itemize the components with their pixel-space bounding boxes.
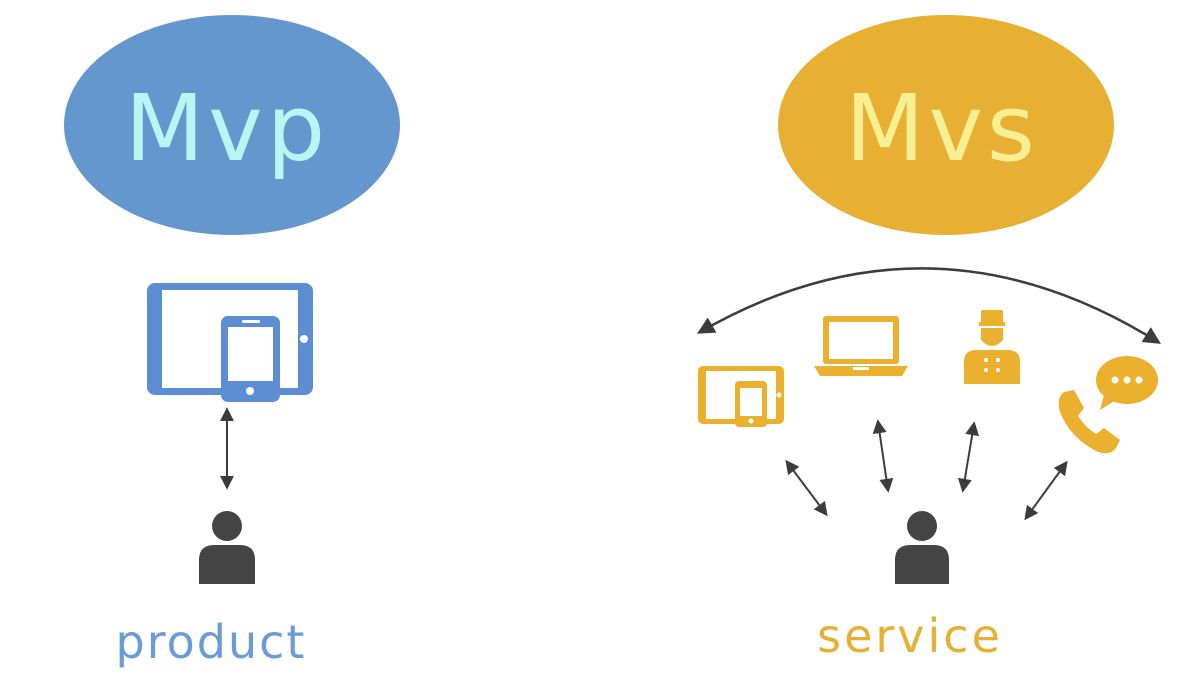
person-icon xyxy=(895,511,949,584)
mvs-arrow-laptop xyxy=(872,419,894,493)
tablet-phone-icon xyxy=(698,366,784,427)
phone-chat-icon xyxy=(1058,356,1158,454)
mvp-ellipse xyxy=(64,15,400,235)
mvp-panel: Mvp product xyxy=(64,15,400,669)
mvs-panel: Mvs xyxy=(696,15,1161,663)
mvp-caption: product xyxy=(116,615,307,669)
person-icon xyxy=(199,511,255,584)
bellhop-icon xyxy=(964,310,1020,384)
tablet-phone-icon xyxy=(147,283,313,402)
mvs-caption: service xyxy=(817,609,1003,663)
mvs-ellipse xyxy=(778,15,1114,235)
mvs-title: Mvs xyxy=(845,75,1039,182)
laptop-icon xyxy=(814,316,908,376)
mvs-arrow-tablet xyxy=(785,459,828,517)
mvp-title: Mvp xyxy=(125,75,329,182)
mvs-curved-arrow xyxy=(696,267,1161,344)
mvs-arrow-phone xyxy=(1024,460,1068,521)
mvs-arrow-bellhop xyxy=(957,421,980,493)
